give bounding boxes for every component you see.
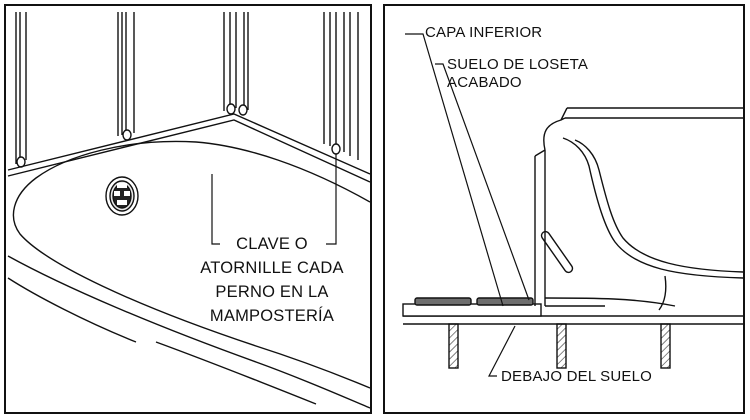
floor-joists (448, 323, 671, 369)
floor-section-drawing (402, 33, 743, 377)
tub-body (540, 137, 743, 311)
wall-bolts (16, 103, 341, 168)
bolt-callout-line1: CLAVE O (236, 235, 308, 253)
bolt-callout-line2: ATORNILLE CADA (200, 259, 344, 277)
bolt-callout-line4: MAMPOSTERÍA (209, 307, 335, 325)
bolt-callout-line3: PERNO EN LA (215, 283, 329, 301)
label-leaders (405, 33, 530, 377)
tub-rim (7, 113, 370, 183)
label-finished-tile-line2: ACABADO (447, 74, 522, 91)
wall-panels (15, 12, 359, 164)
bottom-layer (402, 303, 542, 317)
tub-drawing (7, 12, 370, 409)
finished-tile (414, 297, 534, 306)
tub-installation-panel: CLAVE O ATORNILLE CADA PERNO EN LA MAMPO… (4, 4, 372, 414)
label-finished-tile-line1: SUELO DE LOSETA (447, 56, 589, 73)
bolt-callout: CLAVE O ATORNILLE CADA PERNO EN LA MAMPO… (168, 232, 376, 328)
floor-section-panel: CAPA INFERIOR SUELO DE LOSETA ACABADO DE… (383, 4, 745, 414)
callout-leaders (211, 154, 337, 245)
drain-icon (105, 176, 139, 216)
subfloor (403, 315, 743, 325)
tub-apron (534, 107, 743, 307)
label-bottom-layer: CAPA INFERIOR (425, 24, 543, 41)
tub-basin (7, 140, 370, 409)
label-subfloor: DEBAJO DEL SUELO (501, 368, 653, 385)
